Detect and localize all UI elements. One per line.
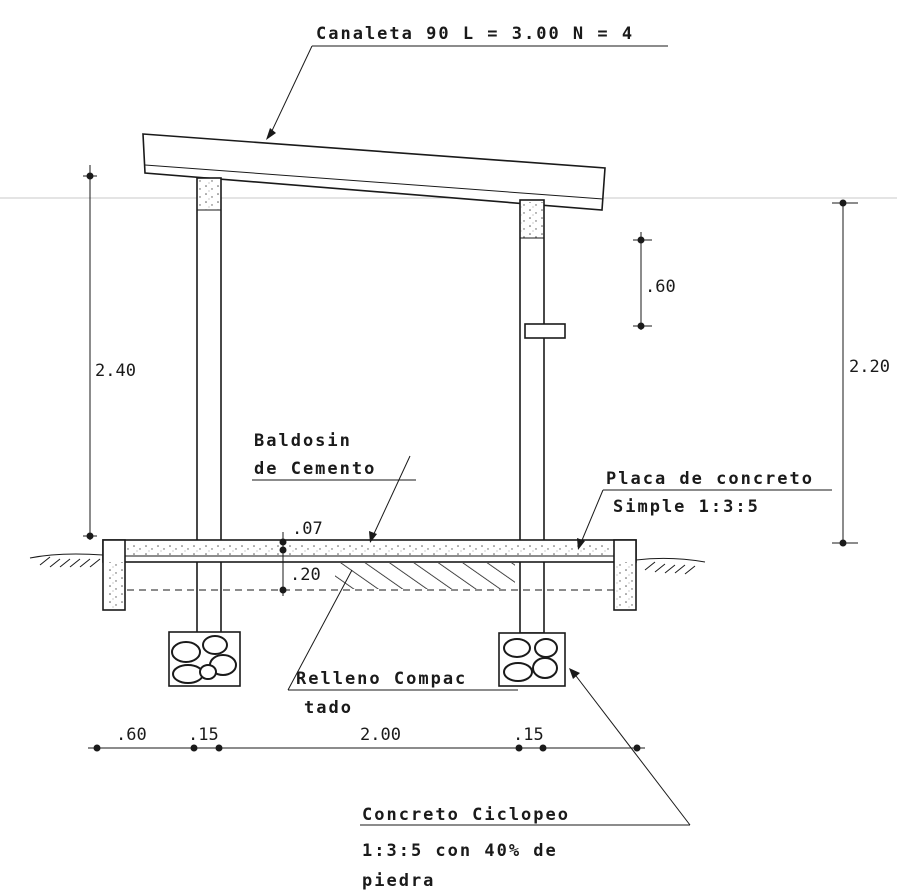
dim-2-40-label: 2.40	[95, 361, 136, 381]
dim-column-right-label: .15	[513, 725, 544, 745]
floor-slab	[102, 539, 637, 611]
dim-column-left-label: .15	[188, 725, 219, 745]
dim-0-60-vertical	[633, 232, 652, 330]
dim-0-60-vertical-label: .60	[645, 277, 676, 297]
baldosin-label-line2: de Cemento	[254, 459, 376, 479]
canaleta-label: Canaleta 90 L = 3.00 N = 4	[316, 24, 634, 44]
dim-0-20-label: .20	[290, 565, 321, 585]
left-column	[196, 177, 222, 634]
left-footing	[168, 631, 241, 687]
dim-0-07-label: .07	[292, 519, 323, 539]
canaleta-leader	[266, 45, 668, 140]
dim-2-40	[83, 165, 97, 540]
relleno-leader	[287, 569, 518, 691]
ciclopeo-label-line3: piedra	[362, 871, 435, 891]
dim-span-label: 2.00	[360, 725, 401, 745]
relleno-label-line1: Relleno Compac	[296, 669, 467, 689]
right-footing	[498, 632, 566, 687]
placa-label-line1: Placa de concreto	[606, 469, 814, 489]
dim-horizontal	[88, 744, 645, 752]
dim-2-20-label: 2.20	[849, 357, 890, 377]
ciclopeo-label-line1: Concreto Ciclopeo	[362, 805, 570, 825]
roof-canaleta	[142, 133, 606, 211]
natural-ground	[29, 553, 706, 575]
dim-base-left-label: .60	[116, 725, 147, 745]
placa-leader	[577, 489, 832, 550]
baldosin-label-line1: Baldosin	[254, 431, 352, 451]
placa-label-line2: Simple 1:3:5	[613, 497, 760, 517]
ciclopeo-leader	[360, 668, 691, 826]
ciclopeo-label-line2: 1:3:5 con 40% de	[362, 841, 558, 861]
dim-slab	[279, 532, 287, 596]
relleno-label-line2: tado	[304, 698, 353, 718]
dim-2-20	[832, 199, 858, 547]
right-column	[519, 199, 566, 634]
baldosin-leader	[252, 455, 416, 543]
